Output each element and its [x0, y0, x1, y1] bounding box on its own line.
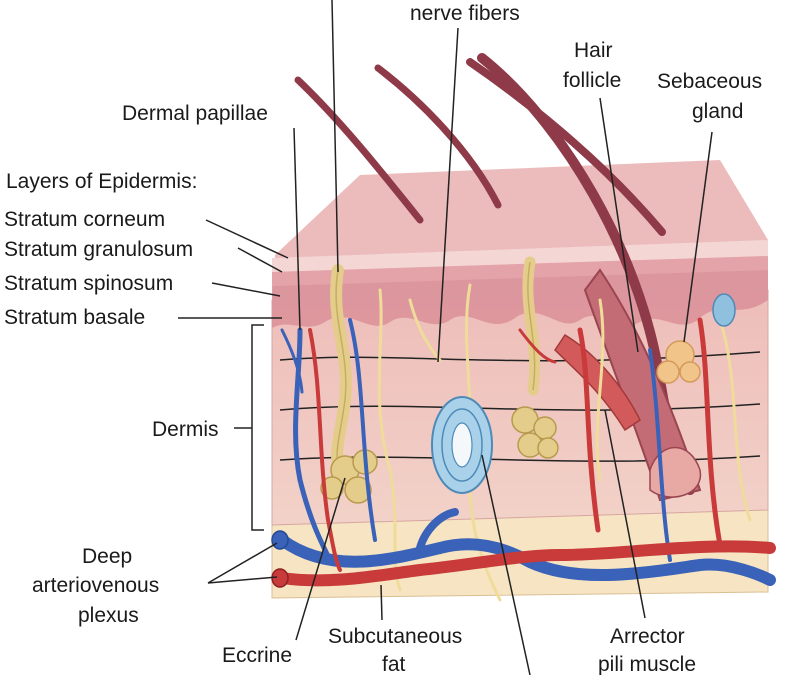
label-dermis: Dermis [152, 418, 219, 441]
label-epidermis-heading: Layers of Epidermis: [6, 170, 197, 193]
label-stratum-granulosum: Stratum granulosum [4, 238, 193, 261]
label-plexus-line3: plexus [78, 604, 139, 627]
arrector-pili-muscle [554, 333, 641, 432]
label-subcutaneous-line1: Subcutaneous [328, 625, 462, 648]
eccrine-sweat-glands [320, 256, 559, 504]
label-stratum-basale: Stratum basale [4, 306, 145, 329]
lamellated-corpuscle [431, 396, 493, 494]
stratum-corneum-layer [272, 240, 768, 272]
label-arrector-line1: Arrector [610, 625, 685, 648]
label-dermal-papillae: Dermal papillae [122, 102, 268, 125]
label-eccrine: Eccrine [222, 644, 292, 667]
label-sebaceous-line1: Sebaceous [657, 70, 762, 93]
stratum-granulosum-layer [272, 256, 768, 286]
sebaceous-gland-shape [656, 340, 701, 384]
tactile-corpuscle [712, 293, 736, 327]
label-plexus-line2: arteriovenous [32, 574, 159, 597]
label-stratum-corneum: Stratum corneum [4, 208, 165, 231]
label-arrector-line2: pili muscle [598, 653, 696, 675]
label-hair-follicle-line1: Hair [574, 39, 613, 62]
arteries [276, 317, 776, 587]
label-plexus-line1: Deep [82, 545, 132, 568]
plexus-vessel-ends [271, 530, 289, 588]
label-subcutaneous-line2: fat [382, 653, 406, 675]
label-stratum-spinosum: Stratum spinosum [4, 272, 173, 295]
leader-lines [178, 0, 713, 675]
labels: nerve fibers Hair follicle Sebaceous gla… [4, 2, 762, 675]
label-sebaceous-line2: gland [692, 100, 743, 123]
label-nerve-fibers: nerve fibers [410, 2, 520, 25]
label-hair-follicle-line2: follicle [563, 69, 621, 92]
